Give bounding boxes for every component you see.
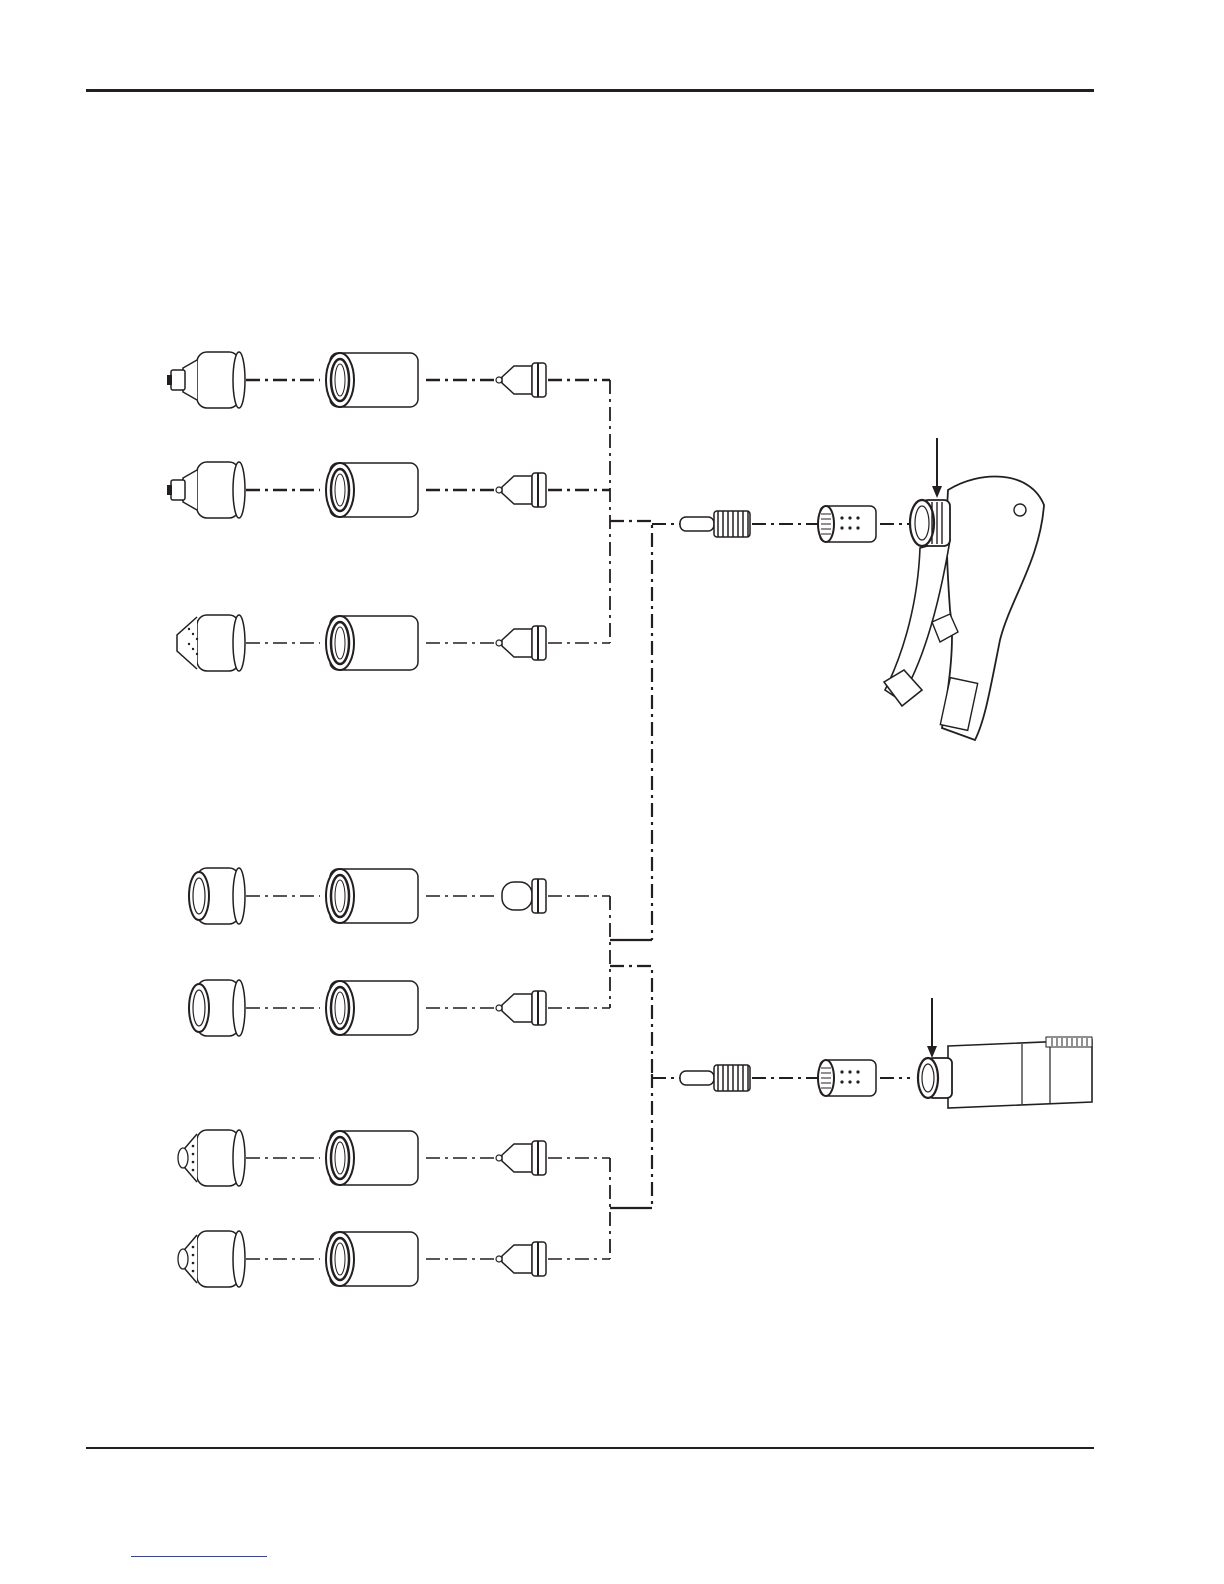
swirl-ring [818,1060,876,1096]
consumable-row [167,462,610,518]
shield-ring-shield [189,868,245,924]
nozzle [496,1141,546,1175]
connector-lines [610,380,652,1259]
nozzle [496,473,546,507]
retaining-cap [326,1232,418,1286]
shield-fine-cut-shield [178,1231,245,1287]
nozzle [496,1242,546,1276]
retaining-cap [326,616,418,670]
arrow-down-icon [927,998,937,1058]
consumable-rows [167,352,610,1287]
swirl-ring [818,506,876,542]
consumable-row [189,868,610,924]
retaining-cap [326,463,418,517]
retaining-cap [326,869,418,923]
nozzle [496,626,546,660]
consumable-row [178,1231,610,1287]
trunk-upper [610,521,652,940]
shield-ring-shield [189,980,245,1036]
retaining-cap [326,353,418,407]
electrode [680,511,750,537]
consumable-row [178,1130,610,1186]
trunk-join [610,966,652,1074]
retaining-cap [326,981,418,1035]
consumable-row [177,615,610,671]
nozzle-round [502,879,546,913]
consumable-row [167,352,610,408]
shared-parts [652,506,910,1096]
torch-group [884,438,1092,1108]
shield-drag-shield-with-tabs [167,462,245,518]
consumable-row [189,980,610,1036]
nozzle [496,991,546,1025]
arrow-down-icon [932,438,942,498]
nozzle [496,363,546,397]
retaining-cap [326,1131,418,1185]
hand-torch [884,476,1044,740]
electrode [680,1065,750,1091]
machine-torch [918,1037,1092,1108]
shield-fine-cut-shield [178,1130,245,1186]
shield-shield-with-vent-holes [177,615,245,671]
shield-drag-shield-with-tabs [167,352,245,408]
